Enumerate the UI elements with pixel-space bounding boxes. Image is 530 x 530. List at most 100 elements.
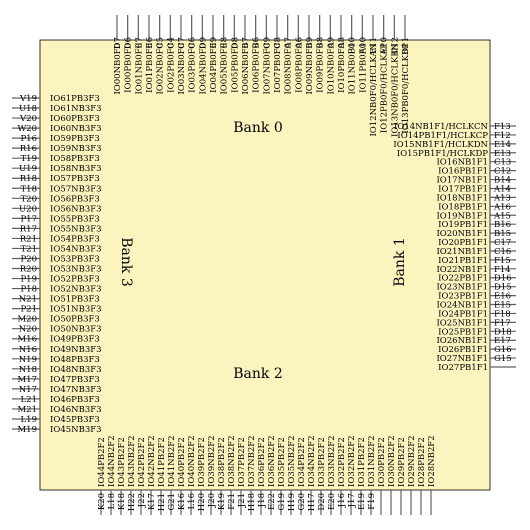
pin-right-ball-15: F15 <box>494 256 511 266</box>
pin-left-name-25: IO49NB3F3 <box>50 345 102 355</box>
pin-right-name-6: IO17NB1F1 <box>436 176 488 186</box>
pin-bottom-ball-13: F21 <box>227 493 237 510</box>
pin-bottom-name-0: IO44PB2F2 <box>97 437 107 487</box>
pin-right-ball-9: A16 <box>493 202 511 212</box>
pin-bottom-name-17: IO36NB2F2 <box>267 435 277 487</box>
pin-bottom-ball-5: K17 <box>147 493 157 510</box>
pin-left-ball-22: M20 <box>17 315 37 325</box>
pin-top-name-4: IO02NB0F0 <box>156 43 166 95</box>
pin-left-name-10: IO56PB3F3 <box>50 194 100 204</box>
pin-left-name-24: IO49PB3F3 <box>50 335 100 345</box>
pin-right-name-9: IO18PB1F1 <box>438 202 488 212</box>
pin-bottom-ball-7: G21 <box>167 493 177 511</box>
pin-left-name-17: IO53NB3F3 <box>50 265 102 275</box>
pin-left-ball-1: U18 <box>19 104 37 114</box>
pin-right-ball-2: E14 <box>494 140 511 150</box>
pin-bottom-name-20: IO34PB2F2 <box>297 437 307 487</box>
pin-left-ball-14: R21 <box>20 234 37 244</box>
pin-right-name-25: IO26PB1F1 <box>438 345 488 355</box>
pin-bottom-ball-15: H18 <box>247 493 257 511</box>
pin-left-ball-10: T20 <box>21 194 38 204</box>
pin-bottom-name-22: IO33PB2F2 <box>317 437 327 487</box>
pin-right-name-16: IO22NB1F1 <box>436 265 488 275</box>
pin-top-ball-21: A8 <box>337 37 347 50</box>
pin-left-ball-28: M17 <box>17 375 37 385</box>
pin-top-ball-25: E10 <box>380 37 390 54</box>
pin-left-name-26: IO48PB3F3 <box>50 355 100 365</box>
pin-top-ball-6: C7 <box>177 37 187 49</box>
pin-top-name-12: IO06NB0F0 <box>241 43 251 95</box>
pin-left-ball-7: U19 <box>19 164 37 174</box>
pin-bottom-name-19: IO35NB2F2 <box>287 435 297 487</box>
pin-left-ball-11: U20 <box>19 204 37 214</box>
pin-left-ball-3: W20 <box>17 124 37 134</box>
pin-top-name-3: IO01PB0F0 <box>145 43 155 93</box>
pin-top-ball-13: B6 <box>252 37 262 49</box>
pin-left-name-2: IO60PB3F3 <box>50 114 100 124</box>
pin-left-name-12: IO55PB3F3 <box>50 214 100 224</box>
pin-right-ball-21: F18 <box>494 309 511 319</box>
pin-top-name-19: IO09PB0F0 <box>316 43 326 93</box>
pin-left-name-30: IO46PB3F3 <box>50 395 100 405</box>
pin-left-ball-6: T19 <box>21 154 38 164</box>
bank-0-label: Bank 0 <box>233 120 283 136</box>
pin-top-name-5: IO02PB0F0 <box>166 43 176 93</box>
pin-bottom-ball-25: J17 <box>347 493 357 508</box>
pin-bottom-name-4: IO42PB2F2 <box>137 437 147 487</box>
pin-bottom-ball-17: E22 <box>267 493 277 510</box>
pin-left-ball-16: P20 <box>20 254 37 264</box>
pin-left-name-29: IO47NB3F3 <box>50 385 102 395</box>
pin-bottom-name-2: IO43PB2F2 <box>117 437 127 487</box>
pin-bottom-name-24: IO32PB2F2 <box>337 437 347 487</box>
pin-bottom-name-33: IO28NB2F2 <box>427 435 437 487</box>
pin-top-ball-1: D6 <box>124 37 134 49</box>
pin-left-name-0: IO61PB3F3 <box>50 94 100 104</box>
pin-bottom-ball-1: L18 <box>107 493 117 509</box>
pin-bottom-name-7: IO41NB2F2 <box>167 435 177 487</box>
pin-left-name-31: IO46NB3F3 <box>50 405 102 415</box>
pin-bottom-name-18: IO35PB2F2 <box>277 437 287 487</box>
pin-left-ball-29: N17 <box>19 385 37 395</box>
pin-top-name-26: IO13NB0F0/HCLKBN <box>390 42 400 137</box>
pin-left-ball-12: P17 <box>20 214 37 224</box>
pin-top-name-23: IO11PB0F0 <box>358 43 368 93</box>
pin-right-ball-3: E13 <box>494 149 511 159</box>
pin-bottom-name-16: IO36PB2F2 <box>257 437 267 487</box>
bank-1-label: Bank 1 <box>392 237 408 287</box>
pin-bottom-ball-14: J21 <box>237 493 247 508</box>
pin-bottom-name-14: IO37PB2F2 <box>237 437 247 487</box>
pin-bottom-ball-20: G20 <box>297 493 307 511</box>
pin-top-ball-2: E7 <box>134 37 144 49</box>
pin-right-name-7: IO17PB1F1 <box>438 184 488 194</box>
pin-left-ball-24: M16 <box>17 335 37 345</box>
pin-right-ball-4: C13 <box>494 158 511 168</box>
pin-top-ball-11: D8 <box>230 37 240 49</box>
pin-bottom-name-25: IO32NB2F2 <box>347 435 357 487</box>
pin-bottom-ball-21: H17 <box>307 493 317 511</box>
pin-right-name-15: IO21PB1F1 <box>438 256 488 266</box>
pin-right-ball-6: B14 <box>494 176 511 186</box>
pin-right-name-22: IO25NB1F1 <box>436 318 488 328</box>
pin-right-name-19: IO23PB1F1 <box>438 292 488 302</box>
pin-bottom-name-12: IO38PB2F2 <box>217 437 227 487</box>
pin-right-name-18: IO23NB1F1 <box>436 283 488 293</box>
pin-bottom-name-15: IO37NB2F2 <box>247 435 257 487</box>
pin-top-ball-8: D9 <box>198 37 208 49</box>
pin-top-ball-16: A7 <box>284 37 294 50</box>
pin-right-ball-23: D18 <box>494 327 512 337</box>
pin-top-ball-5: C4 <box>166 37 176 49</box>
pin-left-name-9: IO57NB3F3 <box>50 184 102 194</box>
pin-right-ball-18: D15 <box>494 283 512 293</box>
pin-left-name-15: IO54NB3F3 <box>50 244 102 254</box>
pin-right-name-0: IO14NB1F1/HCLKCN <box>394 122 489 132</box>
pin-top-ball-10: E8 <box>220 37 230 49</box>
pin-top-name-13: IO06PB0F0 <box>252 43 262 93</box>
pin-top-ball-0: D7 <box>113 37 123 49</box>
pin-left-ball-9: T18 <box>21 184 38 194</box>
pin-left-name-21: IO51NB3F3 <box>50 305 102 315</box>
pin-bottom-name-29: IO30NB2F2 <box>387 435 397 487</box>
pin-bottom-ball-11: J20 <box>207 493 217 508</box>
pin-right-name-21: IO24PB1F1 <box>438 309 488 319</box>
